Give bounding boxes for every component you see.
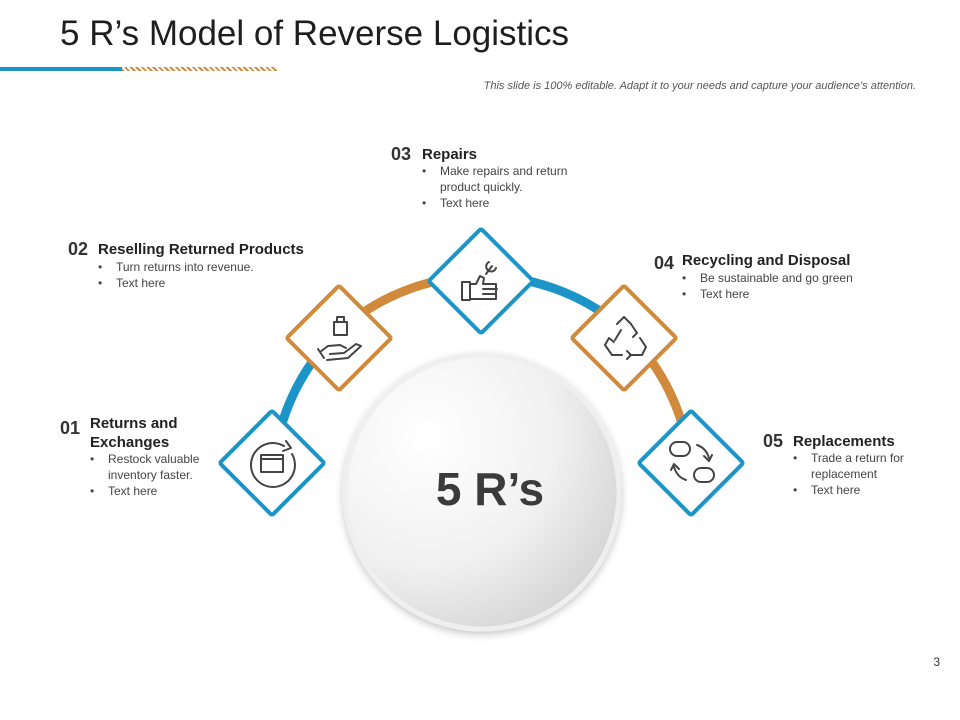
step-03-bullets: Make repairs and return product quickly.… bbox=[422, 163, 582, 211]
editable-note: This slide is 100% editable. Adapt it to… bbox=[483, 80, 916, 92]
page-number: 3 bbox=[933, 655, 940, 669]
step-05-title: Replacements bbox=[793, 433, 895, 450]
box-cycle-icon bbox=[249, 440, 296, 489]
page-title: 5 R’s Model of Reverse Logistics bbox=[60, 14, 570, 53]
step-01-bullet-1: Restock valuable inventory faster. bbox=[90, 451, 203, 483]
swap-icon bbox=[669, 441, 715, 483]
step-03-bullet-2: Text here bbox=[422, 195, 582, 211]
step-05-bullet-1: Trade a return for replacement bbox=[793, 450, 918, 482]
step-04-bullet-1: Be sustainable and go green bbox=[682, 270, 892, 286]
diamond-04[interactable] bbox=[570, 284, 678, 392]
step-03-number: 03 bbox=[391, 144, 412, 164]
wrench-hand-icon bbox=[461, 261, 498, 301]
title-underline-hatched bbox=[122, 67, 277, 71]
center-disc bbox=[342, 352, 622, 632]
step-02-bullet-1: Turn returns into revenue. bbox=[98, 259, 338, 275]
title-underline-blue bbox=[0, 67, 122, 71]
diamond-05[interactable] bbox=[637, 409, 745, 517]
step-01-bullets: Restock valuable inventory faster. Text … bbox=[90, 451, 210, 499]
step-03-bullet-1: Make repairs and return product quickly. bbox=[422, 163, 582, 195]
recycle-icon bbox=[604, 316, 647, 360]
step-05-bullet-2: Text here bbox=[793, 482, 918, 498]
step-04-number: 04 bbox=[654, 253, 675, 273]
step-02-bullet-2: Text here bbox=[98, 275, 338, 291]
step-01-title: Returns and Exchanges bbox=[90, 415, 178, 451]
diamond-01[interactable] bbox=[218, 409, 326, 517]
step-02-number: 02 bbox=[68, 239, 89, 259]
step-05-bullets: Trade a return for replacement Text here bbox=[793, 450, 918, 498]
step-04-bullet-2: Text here bbox=[682, 286, 892, 302]
diamond-02[interactable] bbox=[285, 284, 393, 392]
step-03-title: Repairs bbox=[422, 146, 478, 163]
step-04-title: Recycling and Disposal bbox=[682, 252, 851, 269]
step-04-bullets: Be sustainable and go green Text here bbox=[682, 270, 892, 302]
step-01-number: 01 bbox=[60, 418, 81, 438]
hand-bag-icon bbox=[317, 316, 362, 361]
diamond-03[interactable] bbox=[427, 227, 535, 335]
step-01-bullet-2: Text here bbox=[90, 483, 210, 499]
step-05-number: 05 bbox=[763, 431, 784, 451]
center-label: 5 R’s bbox=[435, 463, 545, 515]
step-02-bullets: Turn returns into revenue. Text here bbox=[98, 259, 338, 291]
step-02-title: Reselling Returned Products bbox=[98, 241, 304, 258]
